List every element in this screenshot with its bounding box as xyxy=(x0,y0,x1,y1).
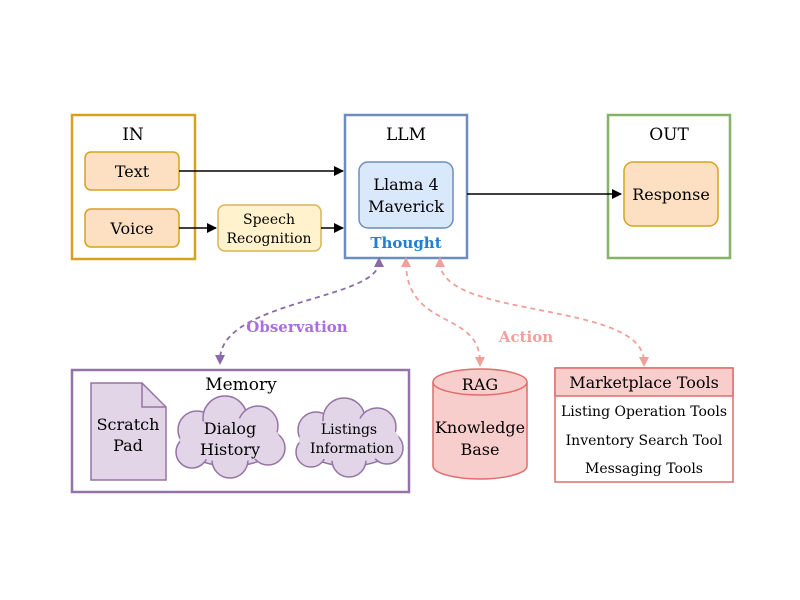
listings-information-line1: Listings xyxy=(321,422,377,438)
tool-item: Listing Operation Tools xyxy=(561,404,727,420)
action-label: Action xyxy=(498,328,553,346)
llama-model-node xyxy=(358,161,454,229)
memory-title: Memory xyxy=(205,375,277,395)
listings-information-cloud xyxy=(295,397,404,478)
out-title: OUT xyxy=(649,125,689,145)
scratch-pad-line2: Pad xyxy=(113,436,143,455)
tools-title: Marketplace Tools xyxy=(569,373,719,392)
rag-cylinder-top xyxy=(432,368,528,396)
marketplace-tools: Marketplace Tools Listing Operation Tool… xyxy=(554,367,734,483)
response-node xyxy=(623,161,719,227)
rag-title: RAG xyxy=(462,375,498,394)
action-to-rag-arrow xyxy=(401,257,485,367)
speech-recognition-node: Speech Recognition xyxy=(217,204,322,252)
rag-line1: Knowledge xyxy=(435,418,525,437)
dialog-history-line2: History xyxy=(200,440,260,459)
response-label: Response xyxy=(632,185,710,204)
memory-group: Memory Scratch Pad Dialog History L xyxy=(70,368,411,494)
tools-header xyxy=(554,367,734,397)
voice-input-label: Voice xyxy=(109,219,153,238)
out-group: OUT Response xyxy=(606,113,732,260)
in-group: IN Text Voice xyxy=(70,113,197,261)
tool-item: Messaging Tools xyxy=(585,461,703,477)
listings-information-line2: Information xyxy=(310,441,394,457)
llm-title: LLM xyxy=(386,125,426,145)
scratch-pad-line1: Scratch xyxy=(97,415,160,434)
rag-cylinder-body xyxy=(432,382,528,480)
speech-recognition-line1: Speech xyxy=(243,212,295,228)
dialog-history-cloud xyxy=(175,395,286,479)
speech-recognition-line2: Recognition xyxy=(226,231,311,247)
llama-model-line2: Maverick xyxy=(368,197,444,216)
scratch-pad-fold xyxy=(141,383,166,408)
in-title: IN xyxy=(122,125,144,145)
text-input-label: Text xyxy=(115,162,150,181)
observation-arrow xyxy=(215,257,384,365)
llm-group: LLM Llama 4 Maverick Thought xyxy=(343,113,469,260)
rag-line2: Base xyxy=(461,440,500,459)
thought-label: Thought xyxy=(370,234,441,252)
tool-item: Inventory Search Tool xyxy=(566,433,723,449)
action-to-tools-arrow xyxy=(435,257,649,367)
dialog-history-line1: Dialog xyxy=(204,419,256,438)
llama-model-line1: Llama 4 xyxy=(373,175,438,194)
observation-label: Observation xyxy=(246,318,348,336)
rag-knowledge-base: RAG Knowledge Base xyxy=(432,368,528,480)
